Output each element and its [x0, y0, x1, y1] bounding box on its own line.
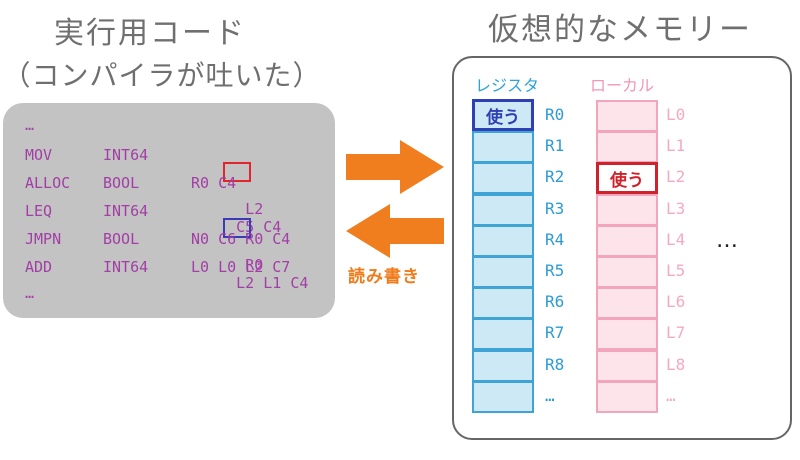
code-op: MOV: [25, 146, 53, 164]
code-type: INT64: [103, 258, 149, 276]
register-cell: [472, 349, 534, 382]
arrow-right-icon: [346, 140, 444, 194]
register-cell: [472, 131, 534, 164]
use-badge-local: 使う: [596, 162, 658, 194]
highlight-r0: R0: [191, 218, 264, 292]
register-label: R4: [545, 229, 565, 249]
code-ellipsis-top: …: [25, 116, 35, 134]
code-args: N0 C6 R0 C4: [191, 230, 291, 248]
code-op: JMPN: [25, 230, 62, 248]
code-op: ADD: [25, 258, 53, 276]
code-type: INT64: [103, 146, 149, 164]
local-label: L5: [666, 261, 686, 280]
local-cell: [596, 349, 658, 382]
read-write-label: 読み書き: [348, 267, 420, 287]
memory-title: 仮想的なメモリー: [488, 12, 752, 48]
register-label: R1: [545, 136, 565, 156]
local-label: L8: [666, 354, 686, 374]
register-label: …: [545, 385, 555, 405]
code-panel: [3, 103, 335, 318]
code-args-rest: L2 L1 C4: [227, 274, 309, 292]
local-cell: [596, 318, 658, 351]
code-title: 実行用コード: [54, 16, 246, 51]
code-op: LEQ: [25, 202, 53, 220]
code-subtitle: （コンパイラが吐いた）: [2, 59, 322, 92]
local-label: L0: [666, 105, 686, 124]
code-ellipsis-bottom: …: [25, 284, 35, 302]
local-cell: [596, 193, 658, 226]
local-label: L1: [666, 136, 686, 156]
local-label: …: [666, 385, 676, 405]
highlighted-arg: R0: [245, 256, 264, 274]
register-label: R0: [545, 105, 565, 124]
more-ellipsis: …: [716, 228, 739, 253]
register-cell: [472, 287, 534, 320]
register-label: R3: [545, 198, 565, 218]
code-args: R0 C4: [191, 174, 237, 192]
local-cell: [596, 256, 658, 288]
code-args: R0 L2 L1 C4: [191, 202, 308, 310]
local-label: L4: [666, 229, 686, 249]
locals-header: ローカル: [590, 76, 655, 95]
register-label: R8: [545, 354, 565, 374]
register-label: R7: [545, 323, 565, 343]
use-badge-register: 使う: [472, 99, 534, 131]
register-cell: [472, 162, 534, 195]
local-cell: [596, 224, 658, 257]
register-cell: [472, 380, 534, 413]
local-cell: [596, 380, 658, 413]
local-cell: [596, 287, 658, 320]
register-label: R6: [545, 292, 565, 312]
code-op: ALLOC: [25, 174, 71, 192]
register-label: R5: [545, 261, 565, 280]
local-label: L2: [666, 167, 686, 187]
register-cell: [472, 318, 534, 351]
local-cell: [596, 100, 658, 132]
local-label: L3: [666, 198, 686, 218]
highlighted-arg: L2: [245, 200, 264, 218]
code-type: INT64: [103, 202, 149, 220]
register-cell: [472, 224, 534, 257]
highlight-box-red: [223, 162, 252, 182]
local-label: L7: [666, 323, 686, 343]
registers-header: レジスタ: [475, 76, 540, 95]
code-type: BOOL: [103, 174, 140, 192]
local-cell: [596, 131, 658, 164]
code-type: BOOL: [103, 230, 140, 248]
register-cell: [472, 256, 534, 288]
highlight-l2: L2: [191, 162, 264, 236]
register-cell: [472, 193, 534, 226]
code-args: L0 L0 L2 C7: [191, 258, 291, 276]
local-label: L6: [666, 292, 686, 312]
register-label: R2: [545, 167, 565, 187]
arrow-left-icon: [346, 204, 444, 258]
highlight-box-blue: [223, 218, 252, 238]
